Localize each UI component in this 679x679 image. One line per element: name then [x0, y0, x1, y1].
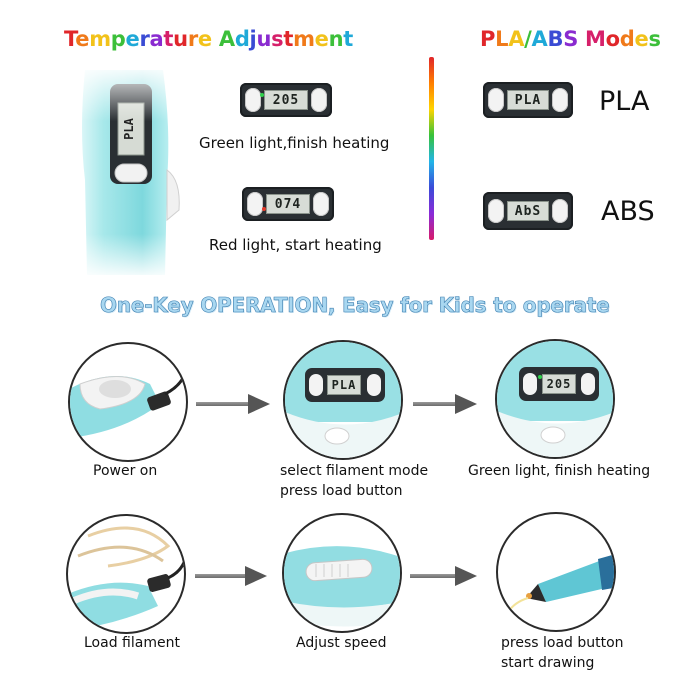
arrow-line [410, 574, 462, 578]
step-display-screen: PLA [327, 375, 361, 395]
modes-title: PLA/ABS Modes [480, 27, 661, 51]
display-button-left [245, 88, 261, 112]
step-caption: select filament mode press load button [280, 463, 429, 499]
step-caption: Green light, finish heating [468, 463, 651, 479]
pen-closeup-image: PLA [75, 70, 185, 275]
display-button-left [247, 192, 263, 216]
operation-title: One-Key OPERATION, Easy for Kids to oper… [100, 293, 610, 318]
green-display-screen: 205 [264, 90, 308, 110]
step-heating-image: 205 [495, 339, 615, 459]
step-display-screen: 205 [542, 374, 576, 394]
step-start-drawing-image [496, 512, 616, 632]
arrow-right-icon [245, 566, 267, 586]
arrow-right-icon [455, 566, 477, 586]
step-caption: press load button start drawing [501, 635, 624, 671]
temperature-title: Temperature Adjustment [64, 27, 354, 51]
display-button-right [552, 88, 568, 112]
display-button-left [488, 199, 504, 223]
pla-display-screen: PLA [507, 90, 549, 110]
arrow-line [195, 574, 250, 578]
arrow-right-icon [248, 394, 270, 414]
abs-mode-display: AbS [483, 192, 573, 230]
arrow-line [196, 402, 256, 406]
pla-label: PLA [599, 86, 650, 117]
display-button-right [311, 88, 327, 112]
red-light-display: 074 [242, 187, 334, 221]
arrow-right-icon [455, 394, 477, 414]
abs-display-screen: AbS [507, 201, 549, 221]
step-load-filament-image [66, 514, 186, 634]
step-caption: Power on [93, 463, 158, 479]
step-power-on-image [68, 342, 188, 462]
abs-label: ABS [601, 196, 655, 227]
arrow-line [413, 402, 461, 406]
step-caption: Load filament [84, 635, 180, 651]
rainbow-bar-icon [429, 57, 434, 240]
step-select-mode-image: PLA [283, 340, 403, 460]
green-indicator-icon [260, 93, 264, 97]
red-display-screen: 074 [266, 194, 310, 214]
green-light-caption: Green light,finish heating [199, 134, 390, 152]
display-button-right [313, 192, 329, 216]
step-adjust-speed-image [282, 513, 402, 633]
step-caption: Adjust speed [296, 635, 387, 651]
pla-mode-display: PLA [483, 82, 573, 118]
display-button-left [488, 88, 504, 112]
pen-display-text: PLA [122, 118, 136, 140]
red-light-caption: Red light, start heating [209, 236, 382, 254]
green-light-display: 205 [240, 83, 332, 117]
display-button-right [552, 199, 568, 223]
red-indicator-icon [262, 207, 266, 211]
